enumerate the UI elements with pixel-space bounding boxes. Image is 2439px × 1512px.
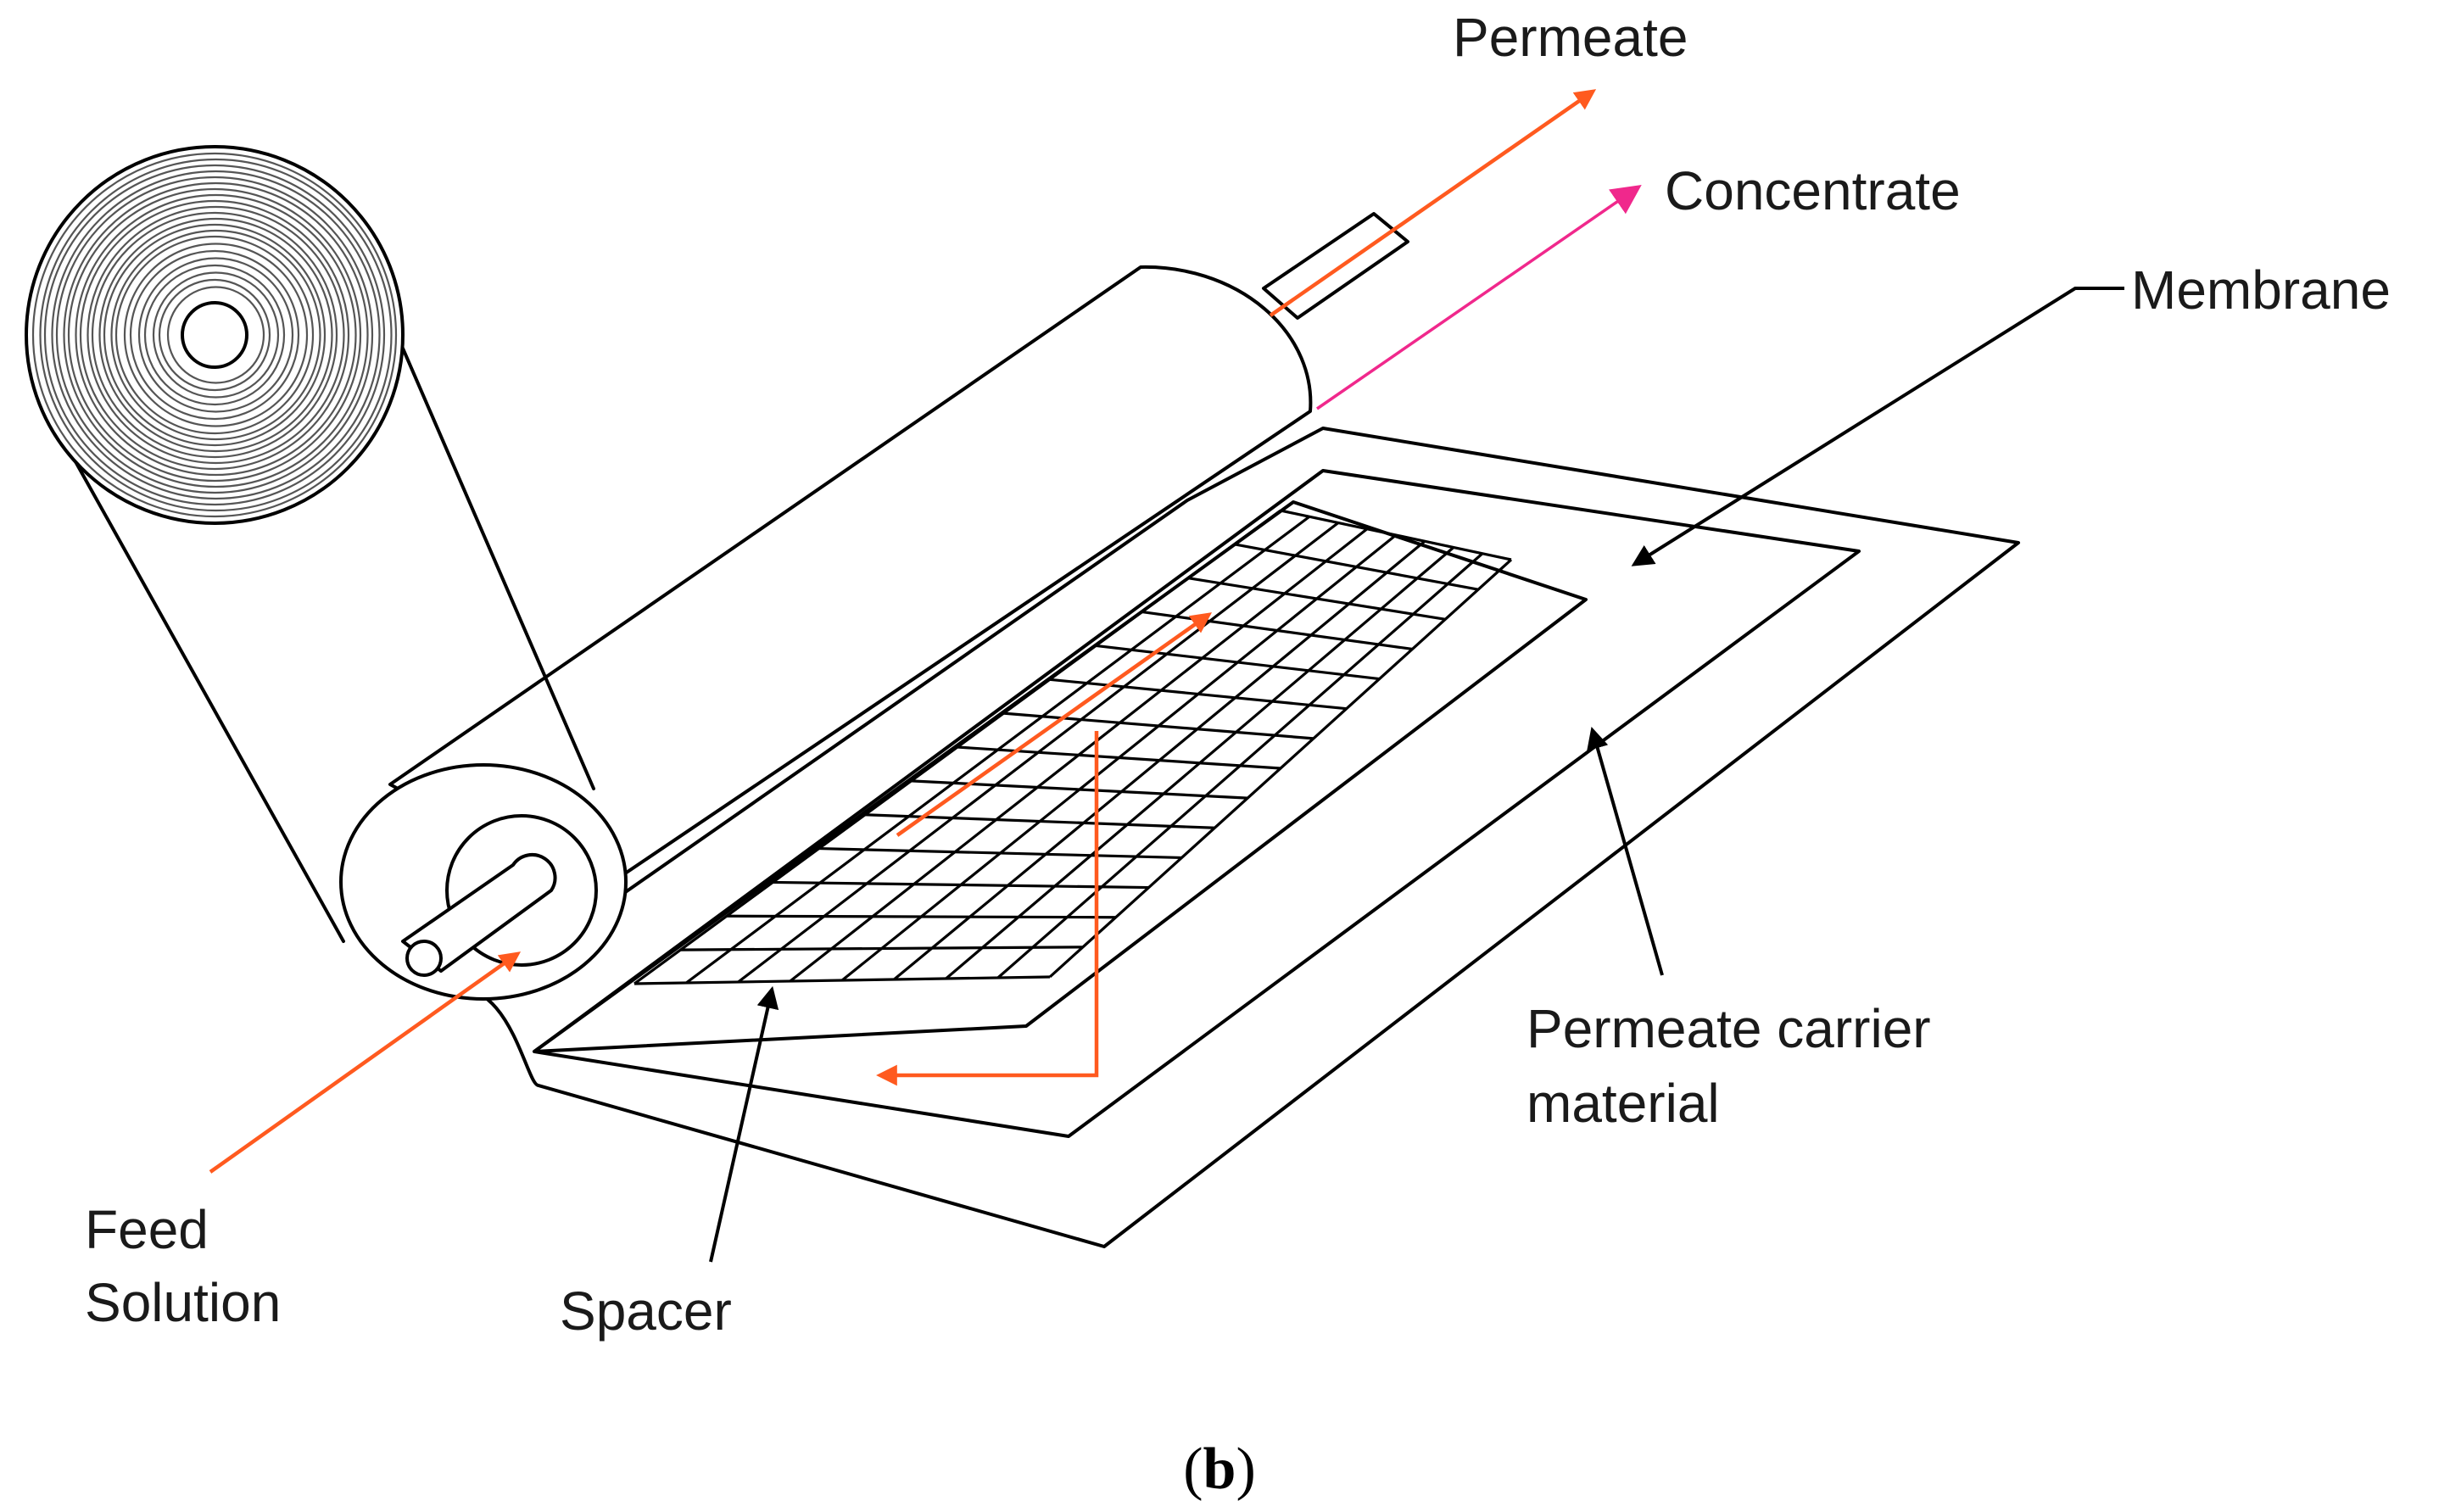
spiral-layer-ring <box>75 193 357 477</box>
spacer-grid-column-line <box>633 509 1281 985</box>
spiral-end-view <box>25 145 405 525</box>
spiral-layer-ring <box>91 211 338 459</box>
spiral-layer-ring <box>87 205 345 465</box>
spiral-layer-ring <box>31 152 398 518</box>
membrane-label: Membrane <box>2131 259 2391 321</box>
spiral-layer-ring <box>166 286 265 384</box>
permeate-flow-arrow <box>876 731 1099 1086</box>
spacer-pointer-arrow <box>709 985 779 1263</box>
spiral-layer-ring <box>152 271 280 399</box>
spacer-grid-column-line <box>685 515 1310 985</box>
spiral-layer-ring <box>63 181 369 488</box>
envelope-line-bottom <box>55 427 345 943</box>
roll-body <box>388 265 1313 896</box>
spacer-grid-column-line <box>945 546 1455 980</box>
permeate-outlet-arrow <box>1269 89 1597 317</box>
spiral-layer-ring <box>143 264 286 406</box>
permeate-label: Permeate <box>1453 7 1688 68</box>
permeate-carrier-label-line2: material <box>1526 1073 1720 1134</box>
spiral-layer-ring <box>123 243 309 427</box>
core-tube-front <box>401 852 557 977</box>
spiral-layer-ring <box>67 187 362 483</box>
spiral-layer-ring <box>158 278 271 392</box>
figure-caption: (b) <box>1183 1437 1256 1502</box>
spiral-layer-ring <box>98 217 333 453</box>
spacer-grid-column-line <box>996 552 1484 979</box>
spacer-grid-column-line <box>893 540 1426 981</box>
permeate-carrier-pointer-arrow <box>1587 726 1664 976</box>
feed-label-line2: Solution <box>85 1272 281 1333</box>
envelope-line-top <box>371 278 595 790</box>
spacer-grid-column-line <box>840 533 1398 982</box>
concentrate-outlet-arrow <box>1316 185 1642 410</box>
flow-along-spacer-arrow <box>896 612 1213 837</box>
membrane-roll <box>55 265 1313 943</box>
spacer-grid <box>633 509 1513 985</box>
spacer-label: Spacer <box>560 1280 732 1342</box>
spacer-grid-column-line <box>737 522 1339 984</box>
core-tube-back <box>1262 212 1409 320</box>
feed-inlet-arrow <box>209 951 522 1174</box>
membrane-pointer-arrow <box>1631 287 2124 566</box>
feed-label-line1: Feed <box>85 1199 209 1260</box>
concentrate-label: Concentrate <box>1665 160 1961 221</box>
spiral-layer-ring <box>129 249 300 421</box>
spiral-layer-ring <box>114 235 315 435</box>
spiral-layer-ring <box>103 223 327 447</box>
spiral-core-hole <box>181 301 248 369</box>
spiral-layer-ring <box>43 164 386 506</box>
spiral-layer-ring <box>55 176 374 494</box>
spiral-layer-ring <box>137 257 294 413</box>
spiral-layer-ring <box>79 199 350 471</box>
spiral-layer-ring <box>51 170 381 500</box>
spiral-layer-ring <box>39 158 393 512</box>
permeate-carrier-label-line1: Permeate carrier <box>1526 998 1931 1059</box>
spacer-grid-column-line <box>789 527 1368 983</box>
spacer-grid-column-line <box>1048 558 1513 979</box>
spiral-layer-ring <box>110 229 321 441</box>
